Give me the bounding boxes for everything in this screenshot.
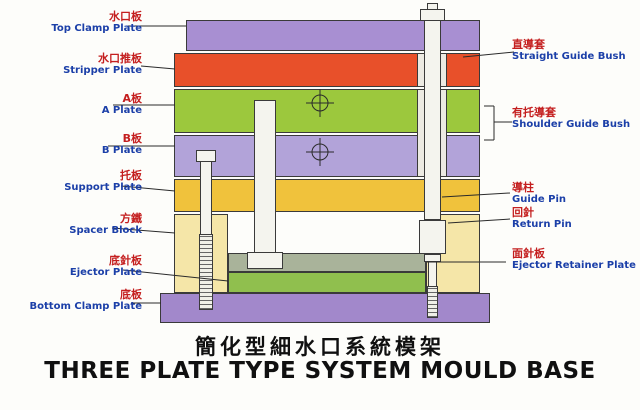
guide-pin — [424, 20, 441, 220]
label-shoulder-guide-bush: 有托導套 Shoulder Guide Bush — [512, 106, 639, 131]
label-en: Bottom Clamp Plate — [29, 301, 142, 313]
label-en: Stripper Plate — [63, 65, 142, 77]
label-stripper-plate: 水口推板 Stripper Plate — [0, 52, 142, 77]
label-cn: 水口板 — [109, 10, 142, 23]
center-column-collar — [247, 252, 283, 269]
label-en: Shoulder Guide Bush — [512, 119, 631, 131]
label-en: Return Pin — [512, 219, 572, 231]
label-bottom-clamp-plate: 底板 Bottom Clamp Plate — [0, 288, 142, 313]
label-en: Top Clamp Plate — [51, 23, 142, 35]
label-spacer-block: 方鐵 Spacer Block — [0, 212, 142, 237]
label-ejector-plate: 底針板 Ejector Plate — [0, 254, 142, 279]
label-cn: 底板 — [120, 288, 142, 301]
label-en: Support Plate — [64, 182, 142, 194]
label-en: Spacer Block — [69, 225, 142, 237]
label-cn: 導柱 — [512, 181, 534, 194]
label-return-pin: 回針 Return Pin — [512, 206, 639, 231]
return-pin — [419, 220, 446, 254]
label-cn: 底針板 — [109, 254, 142, 267]
ejector-screw — [428, 261, 437, 287]
label-cn: 面針板 — [512, 247, 545, 260]
label-en: Ejector Retainer Plate — [512, 260, 636, 272]
label-cn: A板 — [122, 92, 142, 105]
title-chinese: 簡化型細水口系統模架 — [195, 335, 445, 359]
label-a-plate: A板 A Plate — [0, 92, 142, 117]
label-cn: 方鐵 — [120, 212, 142, 225]
label-cn: 回針 — [512, 206, 534, 219]
title-english: THREE PLATE TYPE SYSTEM MOULD BASE — [44, 358, 596, 384]
label-b-plate: B板 B Plate — [0, 132, 142, 157]
center-column — [254, 100, 276, 253]
label-cn: 有托導套 — [512, 106, 556, 119]
label-ejector-retainer-plate: 面針板 Ejector Retainer Plate — [512, 247, 639, 272]
ejector-plate — [228, 272, 426, 293]
label-guide-pin: 導柱 Guide Pin — [512, 181, 639, 206]
label-top-clamp-plate: 水口板 Top Clamp Plate — [0, 10, 142, 35]
label-en: Guide Pin — [512, 194, 567, 206]
label-straight-guide-bush: 直導套 Straight Guide Bush — [512, 38, 639, 63]
label-en: Ejector Plate — [69, 267, 142, 279]
label-en: A Plate — [101, 105, 142, 117]
label-cn: 水口推板 — [98, 52, 142, 65]
ejector-screw-thread — [427, 286, 438, 318]
label-en: Straight Guide Bush — [512, 51, 626, 63]
label-cn: B板 — [122, 132, 142, 145]
label-cn: 托板 — [120, 169, 142, 182]
puller-bolt — [200, 161, 212, 235]
label-cn: 直導套 — [512, 38, 545, 51]
label-en: B Plate — [101, 145, 142, 157]
puller-bolt-thread — [199, 234, 213, 310]
label-support-plate: 托板 Support Plate — [0, 169, 142, 194]
